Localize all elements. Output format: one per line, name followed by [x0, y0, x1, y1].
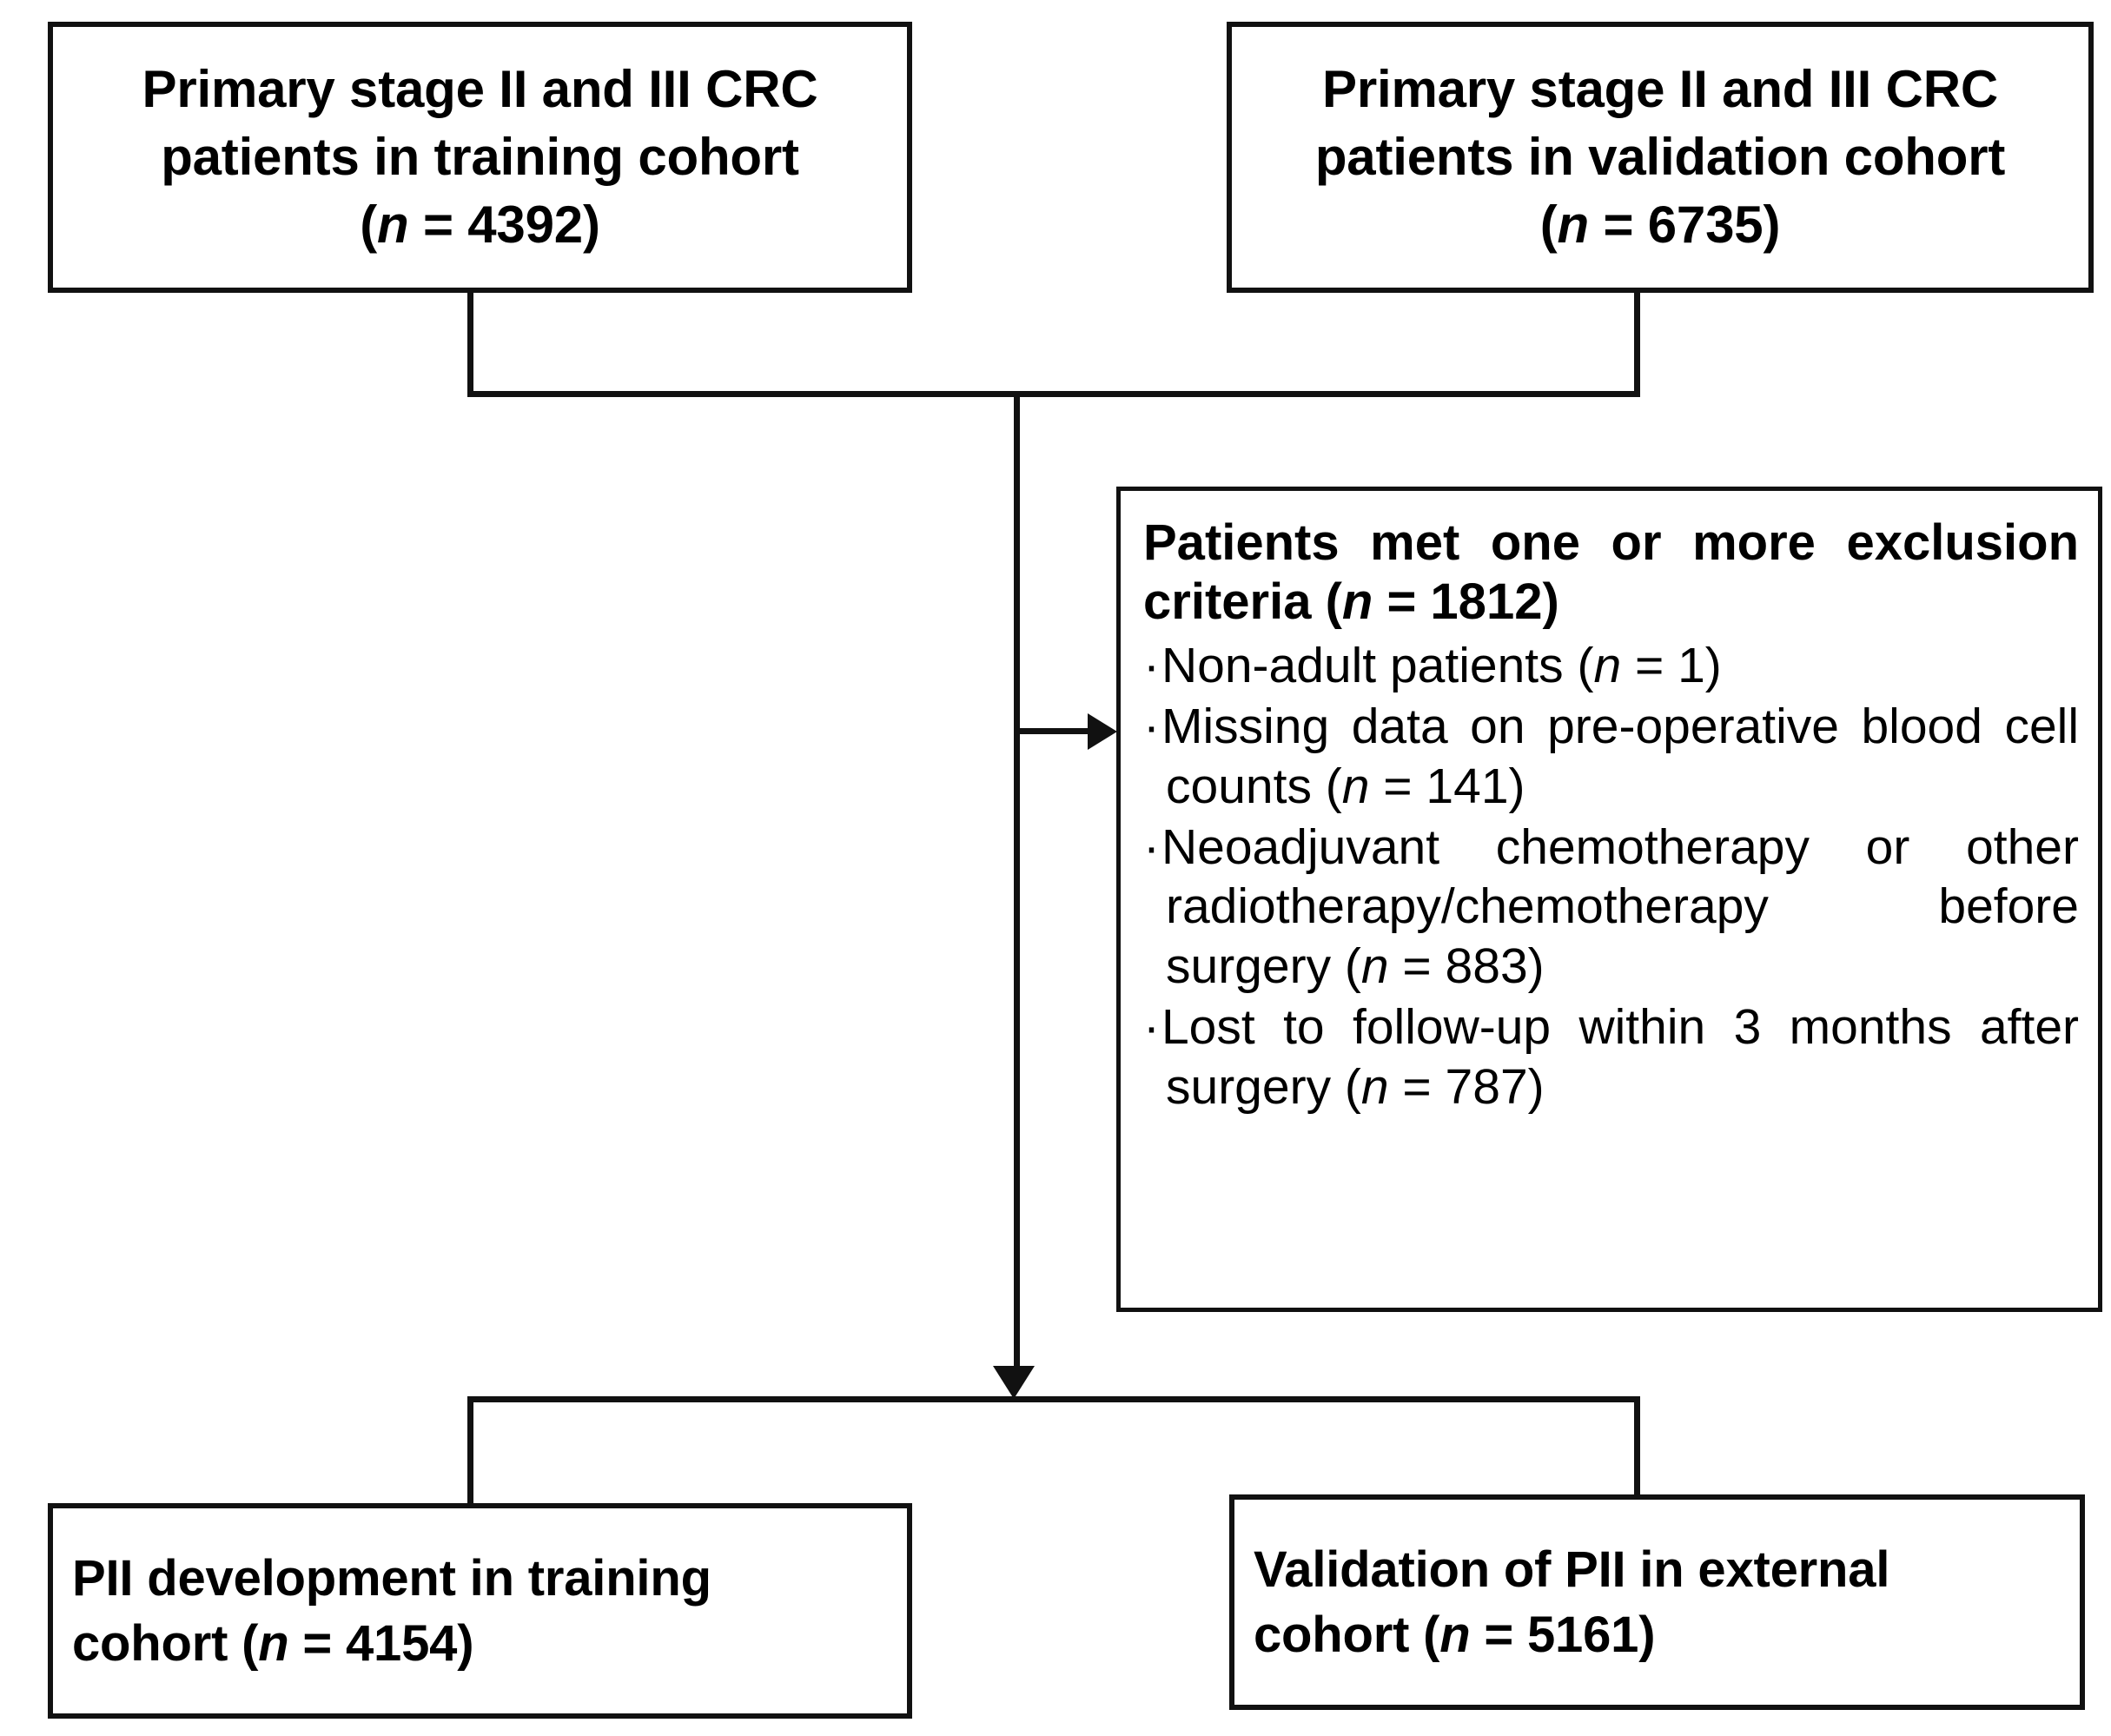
paren-open: ( [1539, 195, 1558, 254]
exclusion-item-count: = 1) [1621, 637, 1722, 693]
pii-development-text: PII development in training cohort (n = … [53, 1546, 907, 1677]
n-count: = 4392) [408, 195, 600, 254]
node-exclusion-criteria: Patients met one or more exclusion crite… [1116, 487, 2102, 1312]
validation-cohort-line2: patients in validation cohort [1314, 128, 2006, 186]
bullet-icon: · [1143, 637, 1161, 693]
node-training-cohort: Primary stage II and III CRC patients in… [48, 22, 912, 293]
node-validation-cohort: Primary stage II and III CRC patients in… [1227, 22, 2094, 293]
connector-merge-bar [467, 391, 1640, 397]
n-symbol: n [1341, 573, 1373, 631]
exclusion-heading-part1: Patients met one or more exclusion crite… [1143, 514, 2079, 631]
node-pii-development: PII development in training cohort (n = … [48, 1503, 912, 1719]
arrowhead-down-icon [993, 1366, 1035, 1399]
pii-validation-line1: Validation of PII in external [1254, 1541, 1890, 1598]
n-symbol: n [258, 1615, 289, 1672]
connector-main-trunk [1014, 391, 1020, 1368]
bullet-icon: · [1143, 699, 1161, 755]
pii-development-line2: cohort (n = 4154) [72, 1611, 888, 1676]
exclusion-heading: Patients met one or more exclusion crite… [1143, 514, 2079, 633]
training-cohort-line1: Primary stage II and III CRC [142, 60, 818, 118]
exclusion-item-count: = 883) [1388, 938, 1545, 994]
n-count: = 5161) [1470, 1607, 1656, 1663]
n-symbol: n [1439, 1607, 1471, 1663]
exclusion-item: ·Non-adult patients (n = 1) [1143, 636, 2079, 695]
exclusion-item-text: Lost to follow-up within 3 months after … [1161, 999, 2079, 1115]
validation-cohort-text: Primary stage II and III CRC patients in… [1232, 56, 2088, 259]
pii-validation-line2: cohort (n = 5161) [1254, 1602, 2061, 1667]
pii-validation-text: Validation of PII in external cohort (n … [1234, 1537, 2080, 1668]
node-pii-validation: Validation of PII in external cohort (n … [1229, 1494, 2085, 1710]
n-symbol: n [1341, 758, 1370, 814]
exclusion-item-count: = 787) [1388, 1058, 1545, 1115]
n-symbol: n [377, 195, 409, 254]
exclusion-item: ·Lost to follow-up within 3 months after… [1143, 997, 2079, 1116]
cohort-label: cohort ( [72, 1615, 259, 1672]
bullet-icon: · [1143, 999, 1161, 1056]
connector-pii-val-drop [1634, 1396, 1640, 1499]
connector-exclusion-arrow-line [1014, 728, 1092, 734]
exclusion-criteria-list: ·Non-adult patients (n = 1) ·Missing dat… [1143, 636, 2079, 1118]
n-symbol: n [1360, 1058, 1389, 1115]
bullet-icon: · [1143, 819, 1161, 876]
n-symbol: n [1593, 637, 1622, 693]
training-cohort-line3: (n = 4392) [65, 191, 895, 259]
cohort-label: cohort ( [1254, 1607, 1440, 1663]
exclusion-item-text: Missing data on pre-operative blood cell… [1161, 699, 2079, 814]
connector-training-drop [467, 293, 473, 397]
pii-development-line1: PII development in training [72, 1549, 711, 1607]
connector-validation-drop [1634, 293, 1640, 397]
exclusion-item-text: Neoadjuvant chemotherapy or other radiot… [1161, 819, 2079, 994]
training-cohort-line2: patients in training cohort [161, 128, 799, 186]
exclusion-item-text: Non-adult patients ( [1161, 637, 1594, 693]
n-symbol: n [1360, 938, 1389, 994]
exclusion-item: ·Neoadjuvant chemotherapy or other radio… [1143, 818, 2079, 996]
n-symbol: n [1557, 195, 1590, 254]
exclusion-item: ·Missing data on pre-operative blood cel… [1143, 697, 2079, 816]
exclusion-item-count: = 141) [1369, 758, 1525, 814]
arrowhead-right-icon [1088, 713, 1117, 750]
validation-cohort-line1: Primary stage II and III CRC [1322, 60, 1998, 118]
connector-pii-dev-drop [467, 1396, 473, 1507]
exclusion-heading-part2: = 1812) [1373, 573, 1559, 631]
connector-split-bar [467, 1396, 1640, 1402]
n-count: = 6735) [1588, 195, 1781, 254]
training-cohort-text: Primary stage II and III CRC patients in… [53, 56, 907, 259]
n-count: = 4154) [288, 1615, 474, 1672]
paren-open: ( [360, 195, 378, 254]
validation-cohort-line3: (n = 6735) [1244, 191, 2076, 259]
